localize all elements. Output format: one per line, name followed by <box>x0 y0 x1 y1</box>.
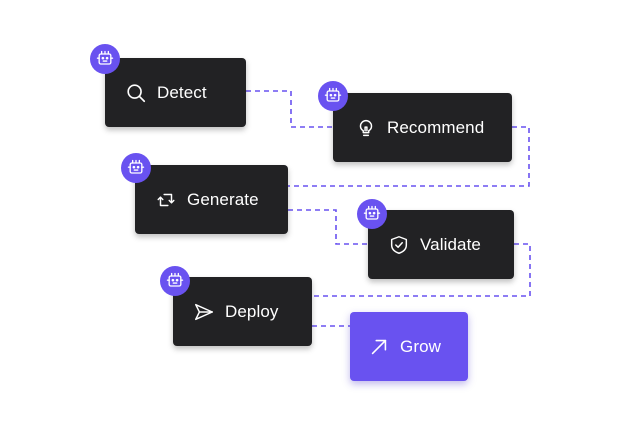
robot-icon <box>318 81 348 111</box>
connector-recommend-generate <box>288 126 530 187</box>
send-icon <box>193 301 215 323</box>
step-grow[interactable]: Grow <box>350 312 468 381</box>
step-deploy-label: Deploy <box>225 301 279 321</box>
connector-generate-validate <box>288 209 368 245</box>
connector-detect-recommend <box>246 90 333 128</box>
step-validate-label: Validate <box>420 234 481 254</box>
robot-icon <box>160 266 190 296</box>
step-recommend[interactable]: Recommend <box>333 93 512 162</box>
search-icon <box>125 82 147 104</box>
step-detect[interactable]: Detect <box>105 58 246 127</box>
step-validate[interactable]: Validate <box>368 210 514 279</box>
robot-icon <box>121 153 151 183</box>
lightbulb-icon <box>355 117 377 139</box>
step-recommend-label: Recommend <box>387 117 485 137</box>
robot-icon <box>357 199 387 229</box>
robot-icon <box>90 44 120 74</box>
step-generate[interactable]: Generate <box>135 165 288 234</box>
step-grow-label: Grow <box>400 336 442 356</box>
step-deploy[interactable]: Deploy <box>173 277 312 346</box>
refresh-cycle-icon <box>155 189 177 211</box>
step-detect-label: Detect <box>157 82 207 102</box>
shield-check-icon <box>388 234 410 256</box>
step-generate-label: Generate <box>187 189 259 209</box>
arrow-up-right-icon <box>368 336 390 358</box>
